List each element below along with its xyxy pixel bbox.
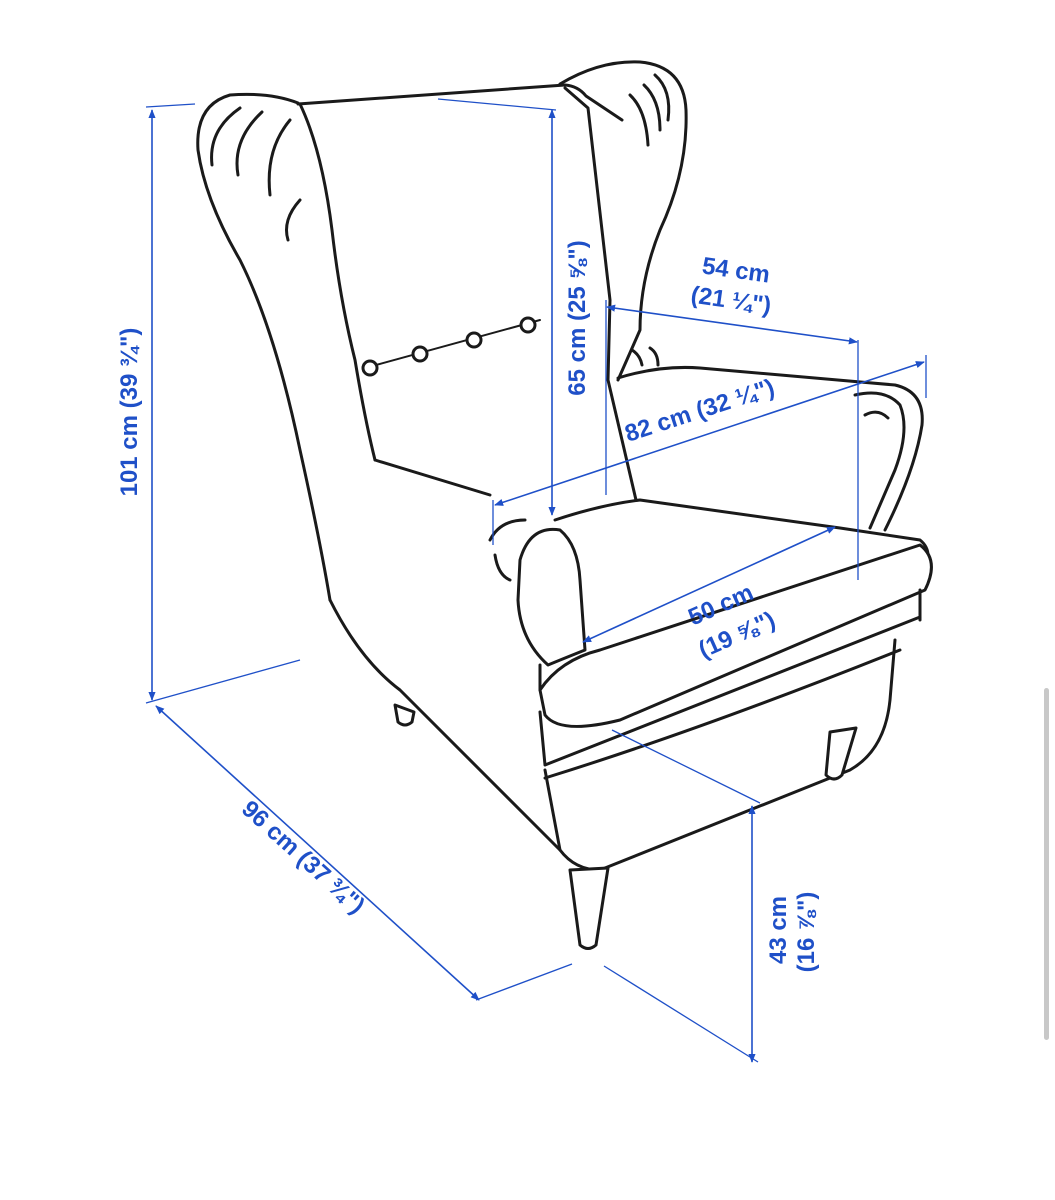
- chair-backrest: [296, 83, 624, 122]
- seat-depth-dimension-line: [582, 526, 836, 643]
- chair-base: [328, 598, 897, 872]
- back-height-label: 65 cm (25 ⅝"): [564, 240, 591, 395]
- depth-dimension-line: [155, 705, 480, 1001]
- wingback-chair-drawing: [196, 60, 933, 950]
- width-dimension-line: [494, 361, 925, 506]
- chair-leg-front-right: [824, 726, 858, 781]
- chair-left-armrest: [516, 527, 587, 667]
- vertical-scrollbar[interactable]: [1044, 688, 1049, 1040]
- chair-right-wing: [558, 60, 688, 382]
- seat-height-label-cm: 43 cm: [765, 896, 792, 964]
- chair-leg-back-left: [393, 703, 416, 727]
- total-depth-label: 96 cm (37 ¾"): [236, 795, 370, 919]
- tufting-buttons: [361, 316, 541, 377]
- dimension-lines: [145, 98, 927, 1063]
- seat-height-label-in: (16 ⅞"): [793, 892, 820, 973]
- dimension-labels: 101 cm (39 ¾") 65 cm (25 ⅝") 54 cm (21 ¼…: [116, 240, 820, 972]
- chair-left-wing: [196, 92, 332, 602]
- total-height-label: 101 cm (39 ¾"): [116, 328, 143, 497]
- armrest-gap-dimension-line: [606, 304, 858, 345]
- chair-leg-front-left: [568, 866, 610, 950]
